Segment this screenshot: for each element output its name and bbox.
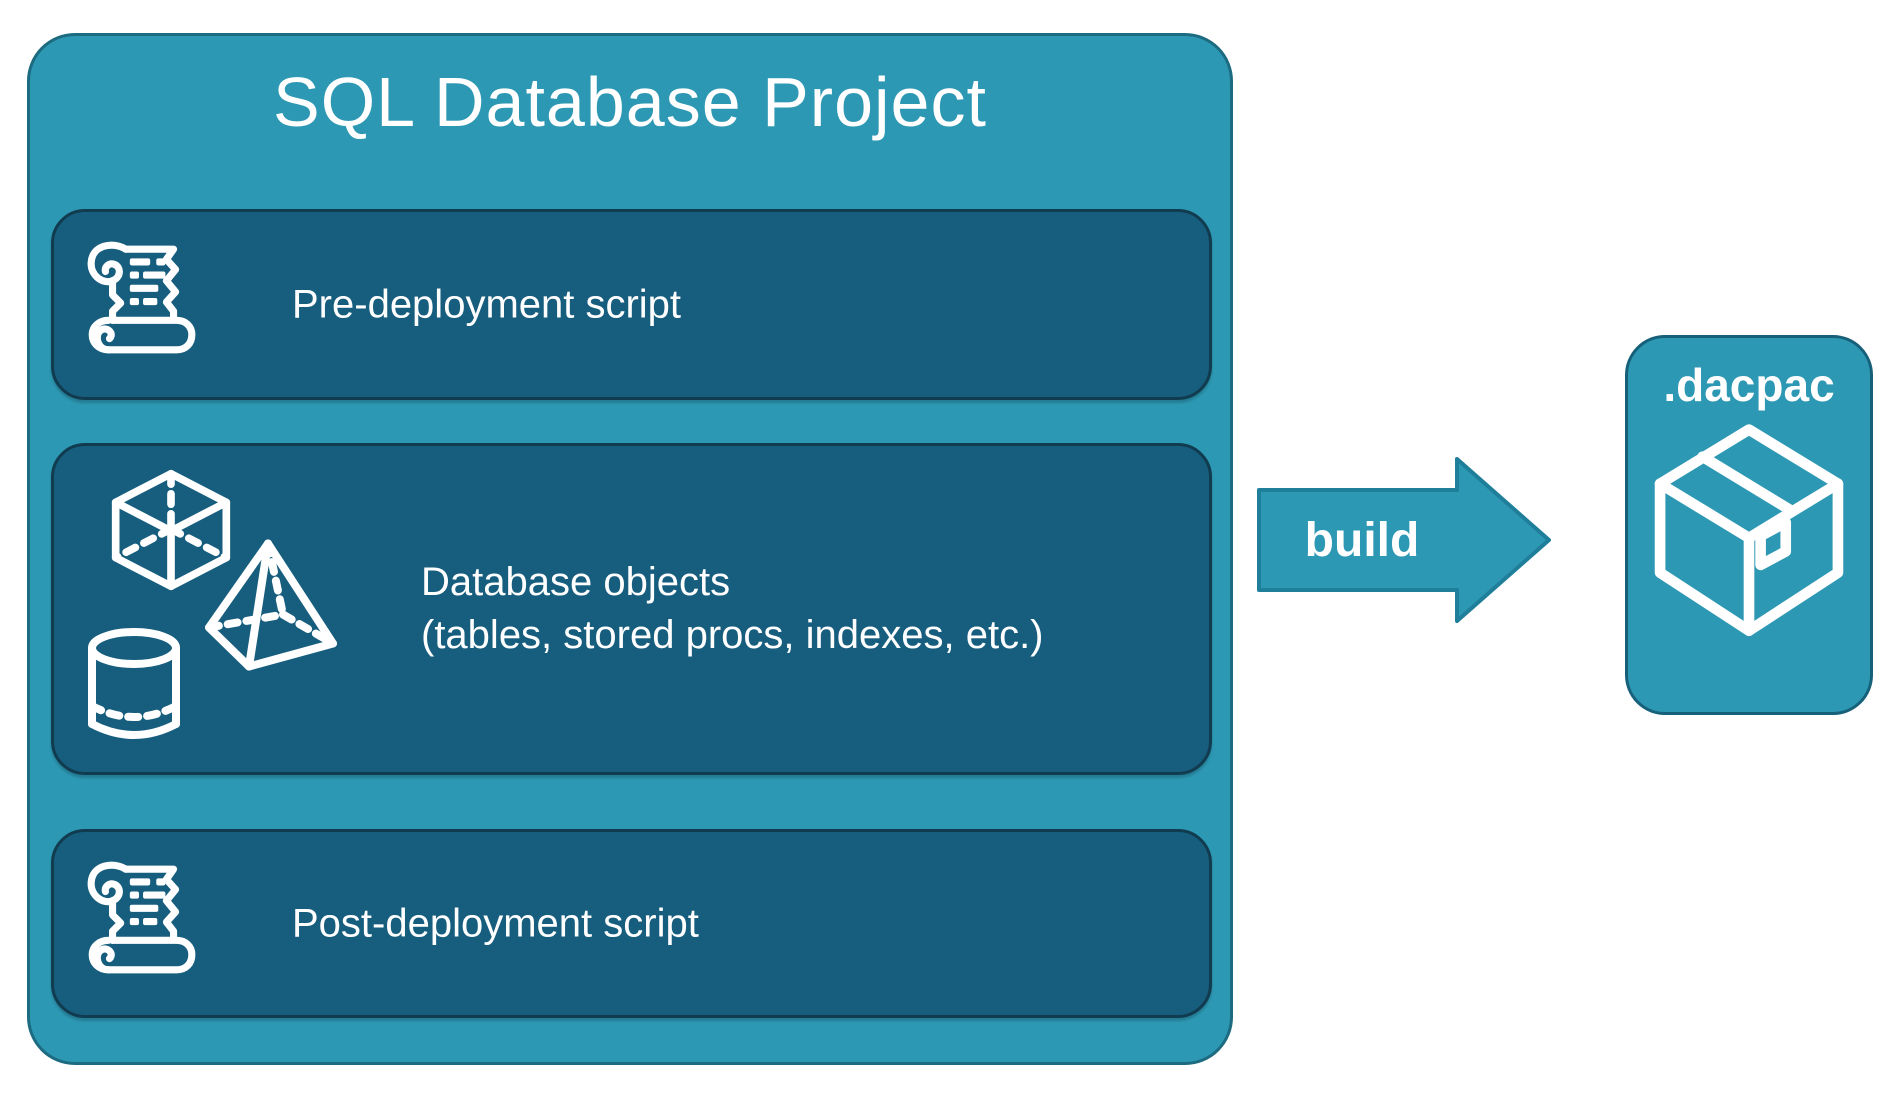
database-objects-label: Database objects (tables, stored procs, …: [421, 556, 1044, 662]
dacpac-label: .dacpac: [1663, 359, 1835, 411]
pre-deployment-panel: Pre-deployment script: [51, 209, 1212, 400]
post-deployment-panel: Post-deployment script: [51, 829, 1212, 1018]
database-objects-label-line2: (tables, stored procs, indexes, etc.): [421, 613, 1044, 657]
database-objects-panel: Database objects (tables, stored procs, …: [51, 443, 1212, 775]
project-title: SQL Database Project: [273, 63, 987, 141]
scroll-icon: [79, 238, 201, 360]
sql-project-container: SQL Database Project Pre-deployment scri…: [27, 33, 1233, 1065]
arrow-shape: [1257, 457, 1551, 623]
pre-deployment-label: Pre-deployment script: [292, 282, 682, 326]
build-label: build: [1304, 513, 1420, 567]
package-icon: [1633, 418, 1865, 650]
pyramid-icon: [199, 538, 339, 674]
database-objects-label-line1: Database objects: [421, 560, 731, 604]
build-arrow: build: [1257, 455, 1553, 625]
dacpac-container: .dacpac: [1625, 335, 1873, 715]
scroll-icon: [79, 858, 201, 980]
cylinder-icon: [84, 626, 184, 746]
post-deployment-label: Post-deployment script: [292, 901, 699, 945]
